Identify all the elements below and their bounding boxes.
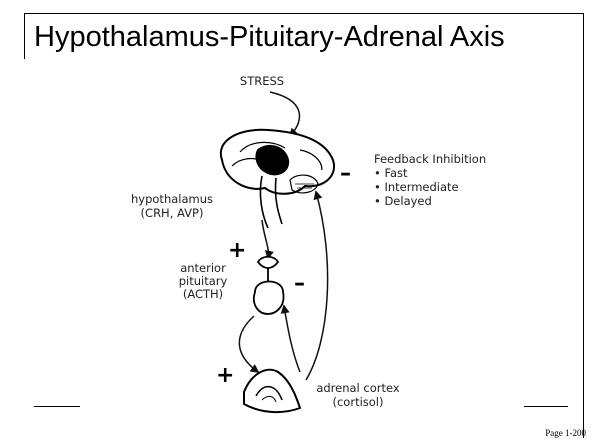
feedback-to-hypothalamus-arrow <box>306 192 328 380</box>
page-number: Page 1-200 <box>545 428 586 438</box>
pituitary-icon <box>254 257 284 314</box>
brain-icon <box>221 130 334 228</box>
feedback-item-delayed: • Delayed <box>374 194 432 208</box>
plus-sign-adrenal: + <box>216 363 234 388</box>
feedback-item-fast: • Fast <box>374 166 408 180</box>
feedback-to-pituitary-arrow <box>284 306 300 372</box>
minus-sign-pituitary: – <box>294 271 305 296</box>
pituitary-label-line3: (ACTH) <box>183 287 223 301</box>
feedback-item-intermediate: • Intermediate <box>374 180 459 194</box>
pituitary-label-line2: pituitary <box>179 274 228 288</box>
hypothalamus-label: hypothalamus <box>131 192 213 206</box>
minus-sign-hypothalamus: – <box>340 161 351 186</box>
hypothalamus-hormones-label: (CRH, AVP) <box>141 206 204 220</box>
plus-sign-pituitary: + <box>228 238 246 263</box>
feedback-inhibition-title: Feedback Inhibition <box>374 152 486 166</box>
adrenal-gland-icon <box>244 370 300 412</box>
stress-label: STRESS <box>240 74 284 88</box>
stress-arrow <box>270 92 300 136</box>
pituitary-to-adrenal-arrow <box>239 316 258 372</box>
adrenal-cortex-label: adrenal cortex <box>316 381 400 395</box>
pituitary-label-line1: anterior <box>180 261 226 275</box>
cortisol-label: (cortisol) <box>333 395 384 409</box>
